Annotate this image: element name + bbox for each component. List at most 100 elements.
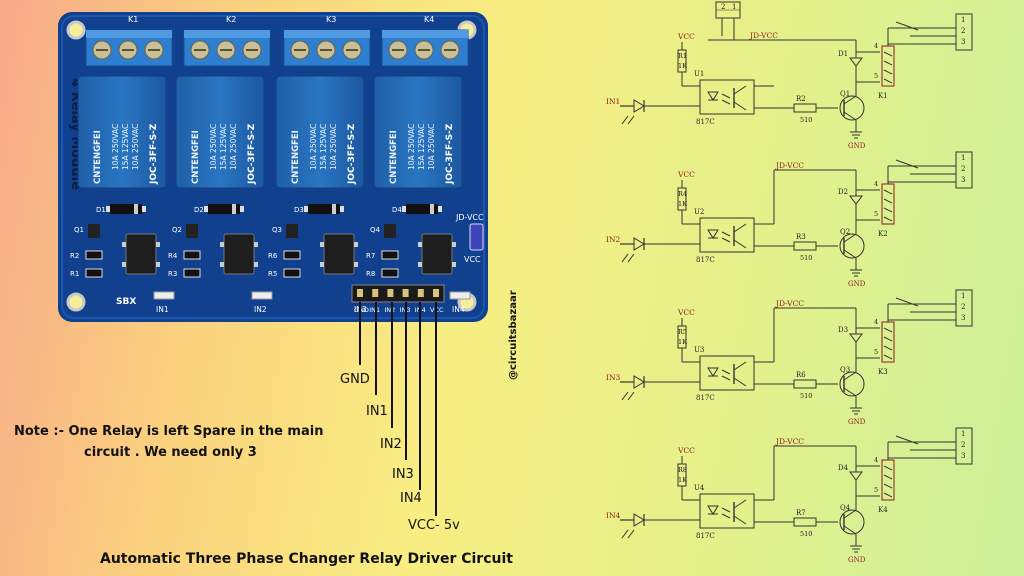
led-label: IN4 [452, 305, 465, 314]
base-resistor-ref: R7 [796, 509, 806, 517]
optocoupler-symbol [699, 79, 755, 115]
base-resistor [793, 103, 817, 113]
relay-model: JOC-3FF-S-Z [347, 123, 357, 185]
relay-driver-channel: VCCR51KJD-VCCIN3U3817CR6510Q3GNDD345K312… [606, 289, 973, 426]
input-led-icon [633, 375, 645, 389]
smd-resistor [85, 268, 103, 278]
optocoupler-symbol [699, 493, 755, 529]
led-label: IN1 [156, 305, 169, 314]
header-pin-label: IN2 [384, 306, 395, 314]
opto-ref: U2 [694, 208, 704, 216]
relay-spec-2: 15A 125VAC [319, 124, 328, 170]
transistor-ref: Q4 [840, 504, 851, 512]
header-pin [387, 289, 394, 297]
led-resistor-value: 1K [678, 338, 687, 346]
diode-component [308, 204, 340, 214]
coil-pin-5: 5 [874, 486, 878, 494]
output-pin-2: 2 [961, 27, 965, 35]
relay-model: JOC-3FF-S-Z [149, 123, 159, 185]
transistor-ref-label: Q2 [172, 226, 182, 234]
ground-label: GND [848, 418, 866, 426]
transistor-ref: Q2 [840, 228, 850, 236]
diode-component [208, 204, 240, 214]
flyback-diode-symbol [849, 57, 863, 67]
diode-ref-label: D3 [294, 206, 304, 214]
resistor-ref-label: R4 [168, 252, 178, 260]
led-resistor-ref: R4 [678, 190, 687, 198]
relay-ref: K4 [878, 506, 888, 514]
header-pin [417, 289, 424, 297]
base-resistor-ref: R2 [796, 95, 806, 103]
coil-pin-4: 4 [874, 318, 878, 326]
note-line-1: Note :- One Relay is left Spare in the m… [14, 424, 324, 439]
output-pin-3: 3 [961, 314, 965, 322]
flyback-diode-symbol [849, 333, 863, 343]
input-led-icon [633, 99, 645, 113]
header-pin [372, 289, 379, 297]
relay-brand: CNTENGFEI [191, 130, 201, 184]
jdvcc-label: JD-VCC [749, 31, 778, 40]
ground-label: GND [848, 556, 866, 564]
relay-coil-symbol [881, 183, 895, 225]
ground-label: GND [848, 280, 866, 288]
vcc-label: VCC [677, 446, 695, 455]
relay-spec-3: 10A 250VAC [427, 124, 436, 170]
resistor-ref-label: R1 [70, 270, 79, 278]
top-connector: 2 1 [715, 1, 741, 36]
base-resistor-value: 510 [800, 116, 812, 124]
jumper-top-label: JD-VCC [455, 213, 484, 222]
header-pin [433, 289, 439, 297]
jumper-cap[interactable] [469, 223, 484, 251]
opto-part: 817C [696, 532, 715, 540]
sbx-label: SBX [116, 297, 136, 307]
indicator-led [449, 291, 471, 300]
coil-pin-4: 4 [874, 180, 878, 188]
output-terminal [955, 427, 973, 465]
smd-resistor [85, 250, 103, 260]
resistor-ref-label: R8 [366, 270, 375, 278]
led-resistor-value: 1K [678, 62, 687, 70]
npn-transistor-symbol [839, 95, 865, 121]
opto-part: 817C [696, 394, 715, 402]
led-label: IN2 [254, 305, 267, 314]
smd-resistor [283, 268, 301, 278]
wire-label-gnd: GND [340, 372, 370, 387]
diode-ref: D4 [838, 464, 849, 472]
relay-driver-channel: VCCR41KJD-VCCIN2U2817CR3510Q2GNDD245K212… [606, 151, 973, 288]
output-pin-1: 1 [961, 16, 965, 24]
transistor-ref-label: Q1 [74, 226, 84, 234]
transistor-ref: Q3 [840, 366, 850, 374]
diode-ref: D3 [838, 326, 848, 334]
relay-ref-label: K1 [128, 15, 138, 24]
output-pin-2: 2 [961, 303, 965, 311]
output-pin-2: 2 [961, 165, 965, 173]
led-resistor-ref: R5 [678, 328, 687, 336]
smd-resistor [283, 250, 301, 260]
relay-body [175, 75, 265, 189]
resistor-ref-label: R3 [168, 270, 177, 278]
optocoupler-chip [223, 233, 255, 275]
diode-ref-label: D2 [194, 206, 204, 214]
base-resistor-value: 510 [800, 254, 812, 262]
wire-label-in1: IN1 [366, 404, 388, 419]
input-label: IN1 [606, 97, 620, 106]
relay-brand: CNTENGFEI [93, 130, 103, 184]
output-pin-1: 1 [961, 430, 965, 438]
base-resistor-value: 510 [800, 530, 812, 538]
pin-header[interactable] [351, 284, 445, 303]
flyback-diode-symbol [849, 471, 863, 481]
relay-spec-1: 10A 250VAC [407, 124, 416, 170]
relay-model: JOC-3FF-S-Z [445, 123, 455, 185]
output-terminal [955, 289, 973, 327]
header-pin-label: GND [354, 306, 369, 314]
smd-resistor [381, 268, 399, 278]
coil-pin-5: 5 [874, 72, 878, 80]
output-terminal [955, 151, 973, 189]
relay-ref: K1 [878, 92, 888, 100]
diode-ref-label: D1 [96, 206, 106, 214]
wire-label-in3: IN3 [392, 467, 414, 482]
coil-pin-5: 5 [874, 210, 878, 218]
